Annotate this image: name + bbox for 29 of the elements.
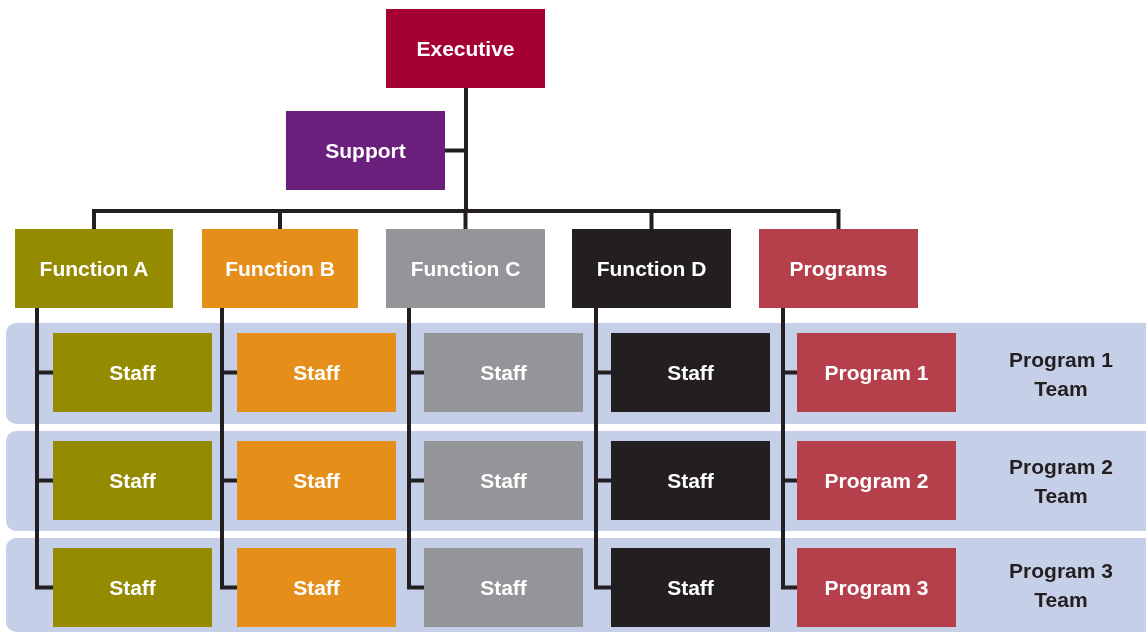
org-box: Program 1 [797, 333, 956, 412]
org-box: Staff [424, 333, 583, 412]
org-box: Program 3 [797, 548, 956, 627]
org-box: Staff [53, 548, 212, 627]
org-box: Staff [611, 441, 770, 520]
org-box: Function A [15, 229, 173, 308]
org-box: Function B [202, 229, 358, 308]
org-box: Executive [386, 9, 545, 88]
org-box: Support [286, 111, 445, 190]
org-box: Function D [572, 229, 731, 308]
org-box: Program 2 [797, 441, 956, 520]
org-box: Staff [237, 333, 396, 412]
org-box: Staff [611, 333, 770, 412]
org-box: Staff [53, 333, 212, 412]
team-label: Program 1 Team [1008, 346, 1114, 402]
org-box: Staff [424, 548, 583, 627]
org-box: Staff [424, 441, 583, 520]
team-band [6, 431, 1146, 531]
org-box: Staff [611, 548, 770, 627]
connector-line [464, 88, 841, 229]
org-box: Staff [237, 548, 396, 627]
org-box: Function C [386, 229, 545, 308]
team-band [6, 323, 1146, 424]
org-box: Programs [759, 229, 918, 308]
team-label: Program 3 Team [1008, 558, 1114, 613]
team-band [6, 538, 1146, 632]
org-box: Staff [53, 441, 212, 520]
team-label: Program 2 Team [1008, 454, 1114, 509]
org-box: Staff [237, 441, 396, 520]
